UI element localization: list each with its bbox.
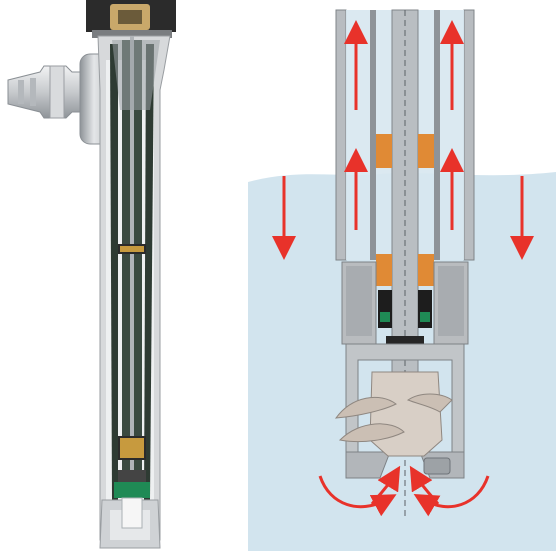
curved-arrow-icon: [370, 465, 401, 505]
bushing-lower-right: [418, 254, 434, 286]
bushing-upper-left: [376, 134, 392, 168]
motor-base: [86, 0, 176, 38]
impeller: [334, 371, 453, 457]
pump-tube: [97, 35, 171, 549]
impeller-flow-cross-section: [248, 9, 556, 551]
flow-arrows-down: [272, 176, 534, 260]
flow-arrows-up: [344, 20, 464, 230]
bushing-lower-left: [376, 254, 392, 286]
curved-arrow-icon: [318, 475, 397, 517]
pump-housing: [341, 261, 469, 350]
curved-arrow-icon: [409, 465, 440, 505]
flow-arrows-inflow: [318, 465, 490, 517]
pump-cutaway-photo: [7, 0, 176, 549]
curved-arrow-icon: [413, 475, 490, 517]
bushing-upper-right: [418, 134, 434, 168]
